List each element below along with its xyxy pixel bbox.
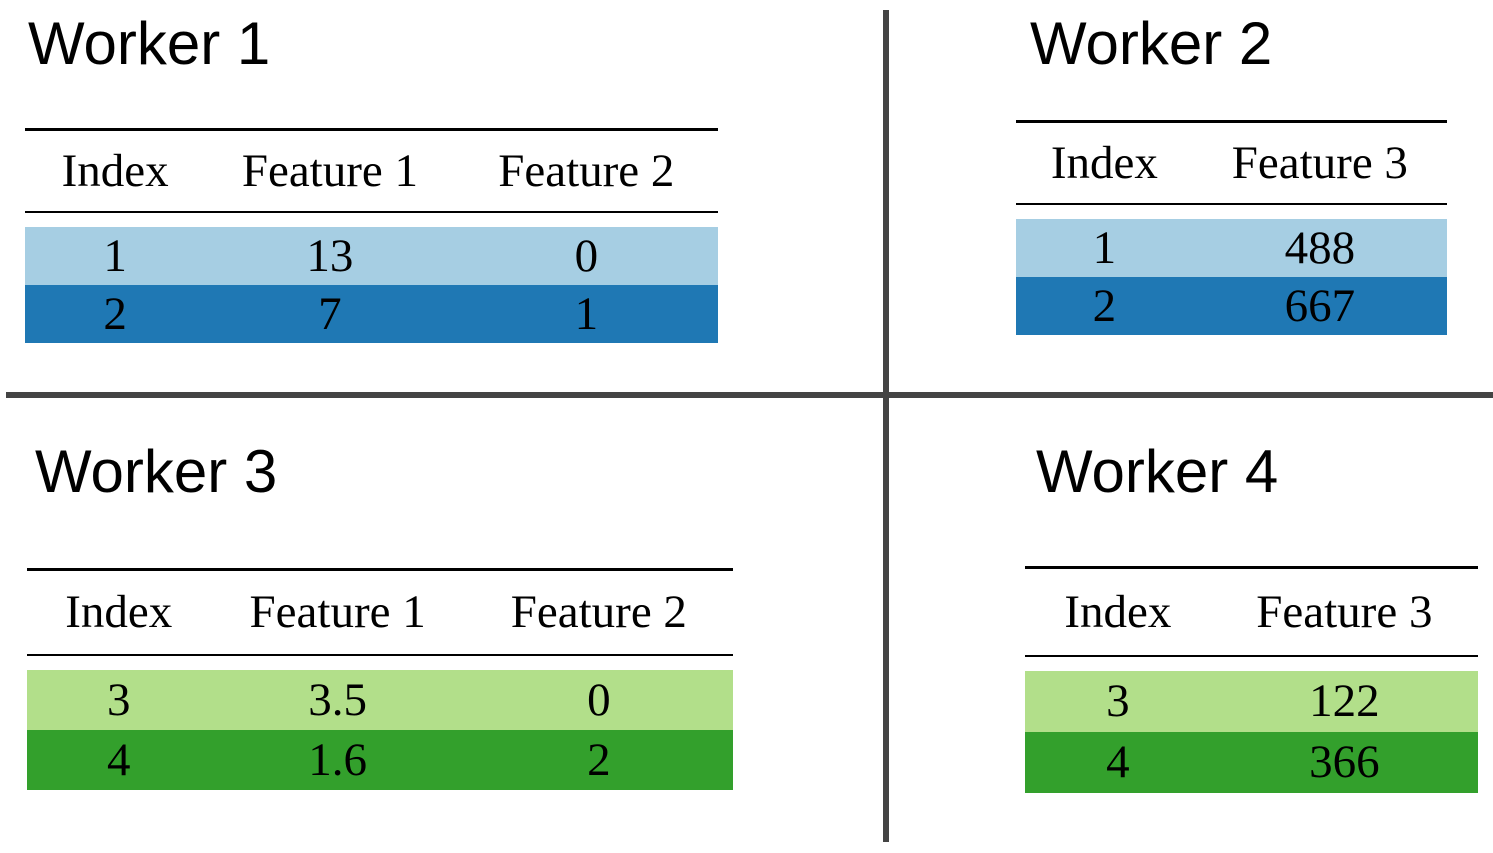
cell-feature-1: 3.5 [308,673,367,726]
table-row: 4 1.6 2 [27,729,733,790]
cell-feature-1: 7 [318,287,342,340]
table-header-row: Index Feature 1 Feature 2 [27,569,733,655]
horizontal-divider [6,392,1493,398]
cell-feature-2: 2 [587,733,611,786]
header-feature-2: Feature 2 [498,144,675,197]
worker-3-table: Index Feature 1 Feature 2 3 3.5 0 4 1.6 … [27,568,733,790]
cell-feature-2: 1 [574,287,599,340]
cell-index: 2 [1092,279,1117,332]
worker-1-table: Index Feature 1 Feature 2 1 13 0 2 7 1 [25,128,718,343]
cell-index: 3 [107,673,131,726]
header-feature-2: Feature 2 [510,586,687,639]
table-row: 2 7 1 [25,284,718,343]
cell-index: 3 [1106,675,1130,727]
table-row: 2 667 [1016,276,1447,335]
cell-feature-3: 667 [1284,279,1356,332]
table-row: 4 366 [1025,731,1478,793]
cell-feature-3: 366 [1309,736,1380,788]
cell-index: 4 [1106,736,1130,788]
cell-index: 2 [103,287,127,340]
cell-feature-1: 1.6 [308,733,367,786]
vertical-divider [883,10,889,842]
table-header-row: Index Feature 1 Feature 2 [25,129,718,212]
table-row: 3 122 [1025,670,1478,732]
header-feature-1: Feature 1 [249,586,426,639]
header-index: Index [1064,585,1172,638]
header-feature-3: Feature 3 [1256,585,1433,638]
cell-feature-2: 0 [574,229,599,282]
header-feature-1: Feature 1 [241,144,418,197]
worker-3-title: Worker 3 [35,438,278,505]
worker-2-title: Worker 2 [1030,10,1273,77]
cell-feature-3: 488 [1284,221,1356,274]
cell-feature-2: 0 [587,673,611,726]
header-index: Index [65,586,173,639]
header-index: Index [1050,136,1158,189]
worker-2-table: Index Feature 3 1 488 2 667 [1016,120,1447,335]
cell-index: 1 [103,229,127,282]
table-header-row: Index Feature 3 [1016,121,1447,204]
header-feature-3: Feature 3 [1231,136,1408,189]
cell-feature-3: 122 [1309,675,1380,727]
worker-4-title: Worker 4 [1036,438,1279,505]
header-index: Index [61,144,169,197]
cell-index: 4 [107,733,131,786]
table-row: 3 3.5 0 [27,669,733,730]
table-header-row: Index Feature 3 [1025,567,1478,656]
cell-feature-1: 13 [306,229,354,282]
table-row: 1 488 [1016,218,1447,277]
worker-4-table: Index Feature 3 3 122 4 366 [1025,566,1478,793]
worker-1-title: Worker 1 [28,10,271,77]
cell-index: 1 [1092,221,1117,274]
table-row: 1 13 0 [25,226,718,285]
